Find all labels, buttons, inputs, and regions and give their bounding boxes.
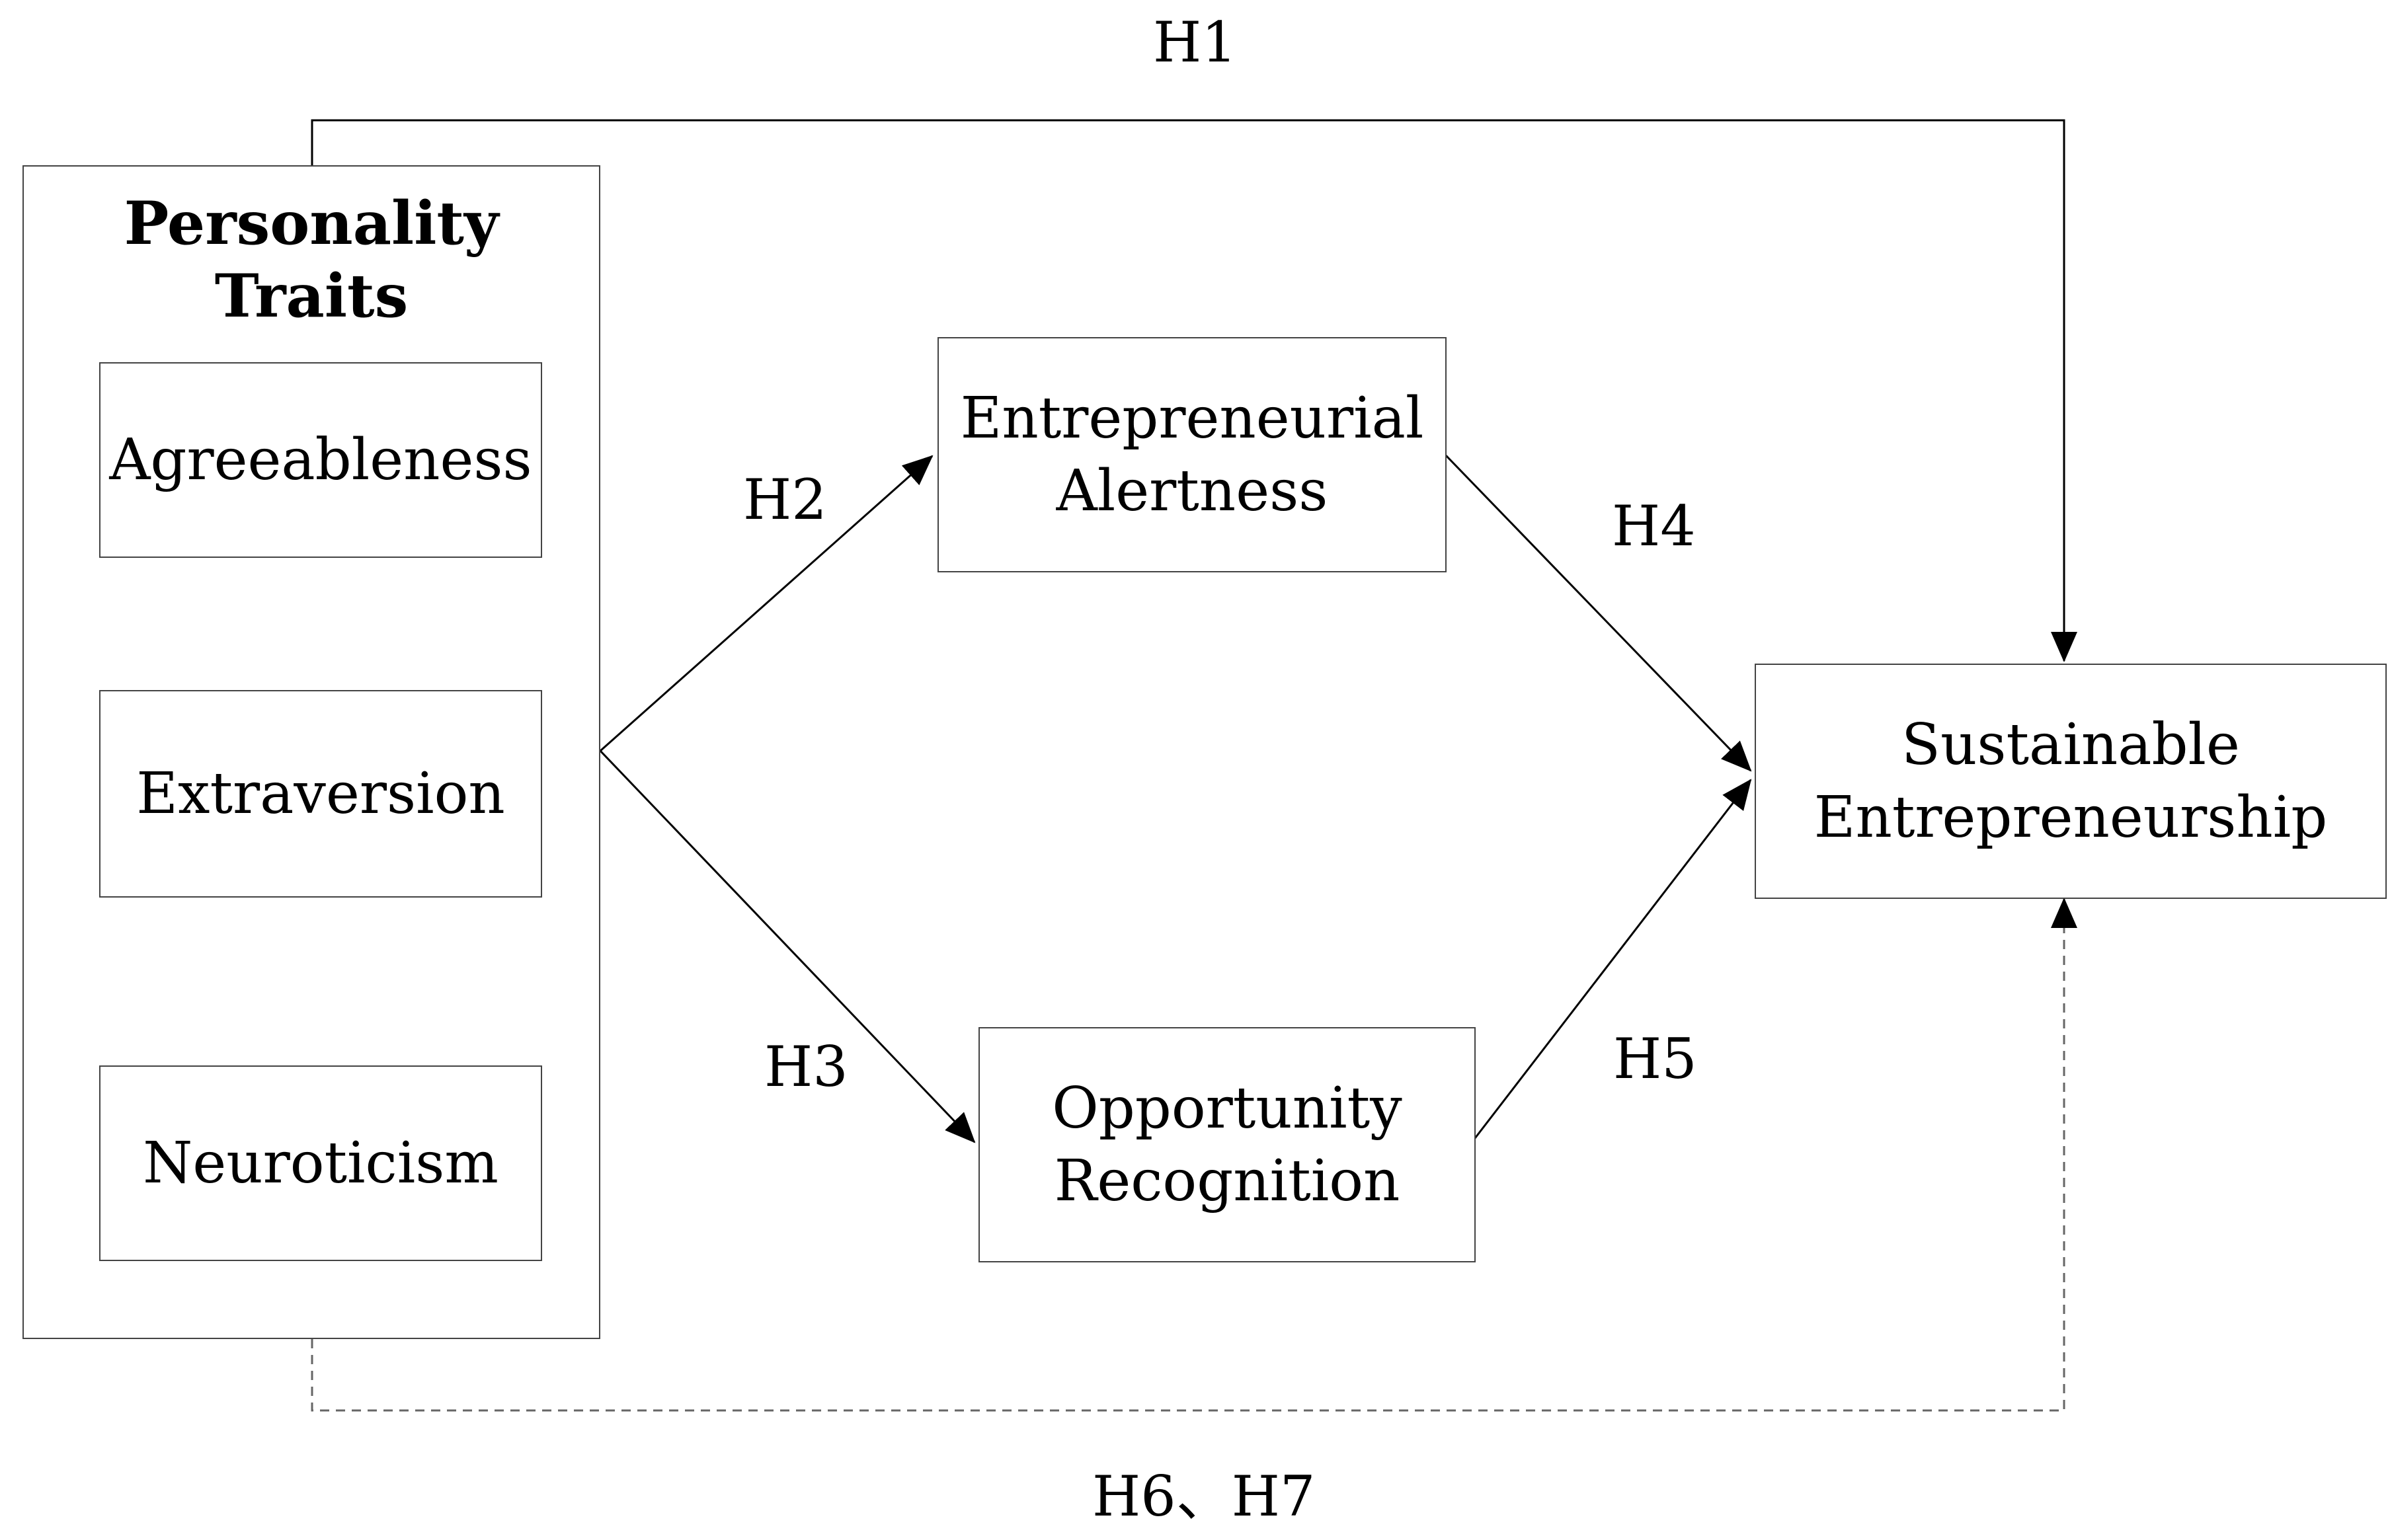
node-sustainable-entrepreneurship: Sustainable Entrepreneurship: [1755, 664, 2387, 899]
label-h5: H5: [1613, 1026, 1697, 1091]
node-extraversion: Extraversion: [99, 690, 542, 898]
personality-traits-title: Personality Traits: [24, 188, 599, 333]
node-neuroticism-label: Neuroticism: [143, 1130, 498, 1196]
node-neuroticism: Neuroticism: [99, 1065, 542, 1261]
node-opportunity-recognition: Opportunity Recognition: [978, 1027, 1476, 1262]
edge-h5: [1472, 779, 1752, 1141]
node-alertness-line1: Entrepreneurial: [960, 385, 1424, 451]
node-extraversion-label: Extraversion: [136, 760, 505, 827]
node-entrepreneurial-alertness: Entrepreneurial Alertness: [937, 337, 1447, 572]
node-outcome-line1: Sustainable: [1901, 711, 2240, 778]
edge-h2: [600, 455, 934, 752]
node-agreeableness-label: Agreeableness: [109, 426, 532, 493]
node-agreeableness: Agreeableness: [99, 362, 542, 558]
label-h3: H3: [764, 1034, 848, 1099]
node-opportunity-line2: Recognition: [1054, 1148, 1400, 1214]
container-title-line1: Personality: [124, 188, 499, 258]
edge-h3: [599, 750, 976, 1143]
label-h2: H2: [743, 467, 827, 532]
label-h6-h7: H6、H7: [1092, 1464, 1316, 1529]
node-outcome-line2: Entrepreneurship: [1814, 785, 2328, 851]
container-title-line2: Traits: [214, 260, 409, 331]
node-alertness-line2: Alertness: [1056, 458, 1328, 524]
label-h4: H4: [1612, 494, 1696, 558]
label-h1: H1: [1153, 10, 1237, 75]
edge-h1: [311, 119, 2077, 662]
edge-h4: [1444, 453, 1752, 772]
edge-h6-h7: [311, 898, 2077, 1412]
node-opportunity-line1: Opportunity: [1052, 1075, 1402, 1141]
